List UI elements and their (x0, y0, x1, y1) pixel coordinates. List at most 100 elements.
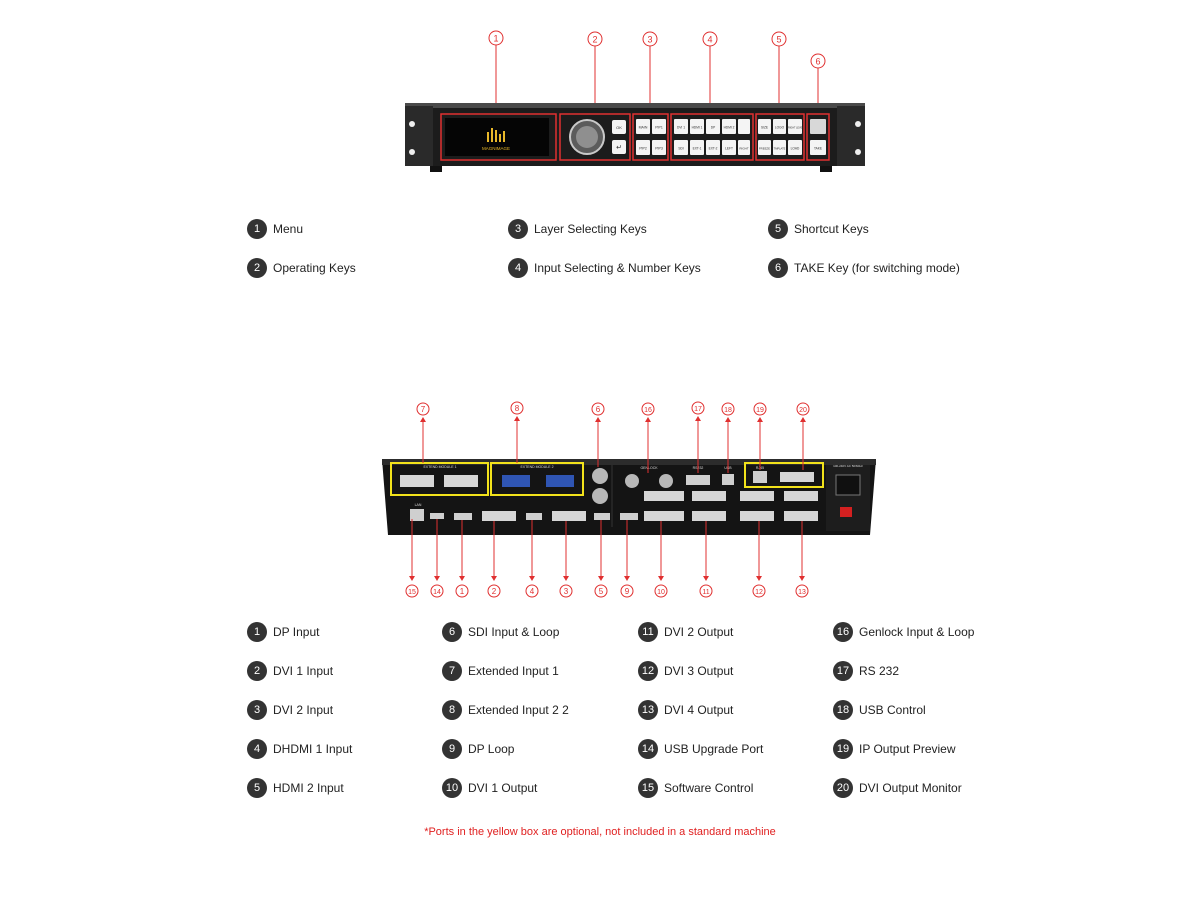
main-layer-button[interactable]: MAIN (636, 119, 650, 134)
bnc-port-icon (592, 488, 608, 504)
rear-top-callout-18: 18 (721, 402, 735, 473)
usb-b-port-icon (722, 474, 734, 485)
rj45-port-icon (753, 471, 767, 483)
navigation-knob[interactable] (569, 119, 605, 155)
logo-button[interactable]: LOGO (773, 119, 786, 134)
svg-text:6: 6 (596, 405, 601, 414)
front-legend-item: 5 Shortcut Keys (768, 218, 869, 240)
lan-label: LAN (415, 503, 422, 507)
rear-bottom-callout-1: 1 (455, 520, 469, 598)
bnc-port-icon (592, 468, 608, 484)
left-button[interactable]: LEFT (722, 140, 736, 155)
front-legend-number: 5 (768, 219, 788, 239)
bright-level-button[interactable]: BRIGHT LEVEL (786, 119, 804, 134)
front-legend-item: 4 Input Selecting & Number Keys (508, 257, 701, 279)
input-hdmi2-button[interactable]: HDMI 2 (722, 119, 736, 134)
front-legend-number: 1 (247, 219, 267, 239)
power-socket-icon (835, 474, 861, 496)
rear-legend-label: DVI Output Monitor (859, 781, 962, 795)
logo-text: MAGNIMAGE (482, 146, 510, 151)
svg-text:EXT-2: EXT-2 (709, 147, 718, 151)
shortcut-keys-group: SIZE LOGO BRIGHT LEVEL FREEZE TMPLATE LO… (755, 113, 805, 161)
optional-ports-footnote: *Ports in the yellow box are optional, n… (424, 826, 776, 838)
rear-legend-number: 19 (833, 739, 853, 759)
rear-legend-number: 1 (247, 622, 267, 642)
dvi-port-icon (552, 511, 586, 521)
input-ext1-button[interactable]: EXT-1 (690, 140, 704, 155)
dvi-port-icon (784, 491, 818, 501)
svg-text:TMPLATE: TMPLATE (774, 147, 786, 151)
dvi-port-icon (784, 511, 818, 521)
vga-port-icon (546, 475, 574, 487)
bnc-port-icon (625, 474, 639, 488)
rear-legend-label: DVI 1 Input (273, 664, 334, 678)
rear-legend-number: 15 (638, 778, 658, 798)
tmplate-button[interactable]: TMPLATE (773, 140, 786, 155)
rear-legend-number: 20 (833, 778, 853, 798)
right-button[interactable]: RIGHT (738, 140, 750, 155)
dp-port-icon (620, 513, 638, 520)
front-legend-number: 4 (508, 258, 528, 278)
vga-port-icon (502, 475, 530, 487)
svg-text:MAIN: MAIN (639, 126, 648, 130)
input-sdi-button[interactable]: SDI (674, 140, 688, 155)
input-dp-button[interactable]: DP (706, 119, 720, 134)
svg-text:3: 3 (647, 35, 652, 45)
power-switch-icon (840, 507, 852, 517)
freeze-button[interactable]: FREEZE (758, 140, 771, 155)
rear-legend-number: 8 (442, 700, 462, 720)
svg-text:1: 1 (493, 34, 498, 44)
rs232-port-icon (686, 475, 710, 485)
rear-legend-number: 18 (833, 700, 853, 720)
svg-text:DVI 1: DVI 1 (677, 126, 685, 130)
svg-text:FREEZE: FREEZE (759, 147, 770, 151)
svg-text:14: 14 (433, 589, 441, 596)
front-legend-item: 2 Operating Keys (247, 257, 356, 279)
pip3-layer-button[interactable]: PIP3 (652, 140, 666, 155)
rear-bottom-callout-12: 12 (752, 521, 766, 598)
rear-legend-label: Extended Input 1 (468, 664, 559, 678)
rear-legend-label: IP Output Preview (859, 742, 956, 756)
take-button[interactable]: TAKE (810, 140, 826, 155)
front-legend-label: Shortcut Keys (794, 222, 869, 236)
pip2-layer-button[interactable]: PIP2 (636, 140, 650, 155)
dvi-port-icon (692, 491, 726, 501)
back-button[interactable]: ↵ (612, 140, 626, 154)
svg-text:10: 10 (657, 589, 665, 596)
rear-legend-label: HDMI 2 Input (273, 781, 344, 795)
input-ext2-button[interactable]: EXT-2 (706, 140, 720, 155)
svg-text:DP: DP (711, 126, 715, 130)
dvi-port-icon (692, 511, 726, 521)
rear-legend-number: 12 (638, 661, 658, 681)
rear-bottom-callout-2: 2 (487, 521, 501, 598)
genlock-label: GENLOCK (640, 466, 658, 470)
svg-text:5: 5 (776, 35, 781, 45)
load-button[interactable]: LOAD (788, 140, 802, 155)
ok-button[interactable]: OK (612, 120, 626, 134)
size-button[interactable]: SIZE (758, 119, 771, 134)
rear-bottom-callout-13: 13 (795, 521, 809, 598)
extend-module-1-label: EXTEND MODULE 1 (423, 465, 456, 469)
svg-text:13: 13 (798, 589, 806, 596)
pip1-layer-button[interactable]: PIP1 (652, 119, 666, 134)
rear-legend-item: 2 DVI 1 Input (247, 660, 333, 682)
dvi-port-icon (644, 491, 684, 501)
input-extra-button[interactable] (738, 119, 750, 134)
rear-legend-number: 2 (247, 661, 267, 681)
input-hdmi1-button[interactable]: HDMI 1 (690, 119, 704, 134)
input-dvi1-button[interactable]: DVI 1 (674, 119, 688, 134)
hdmi-port-icon (526, 513, 542, 520)
svg-text:3: 3 (564, 587, 569, 596)
front-legend-label: Layer Selecting Keys (534, 222, 647, 236)
rear-legend-label: DVI 2 Input (273, 703, 334, 717)
